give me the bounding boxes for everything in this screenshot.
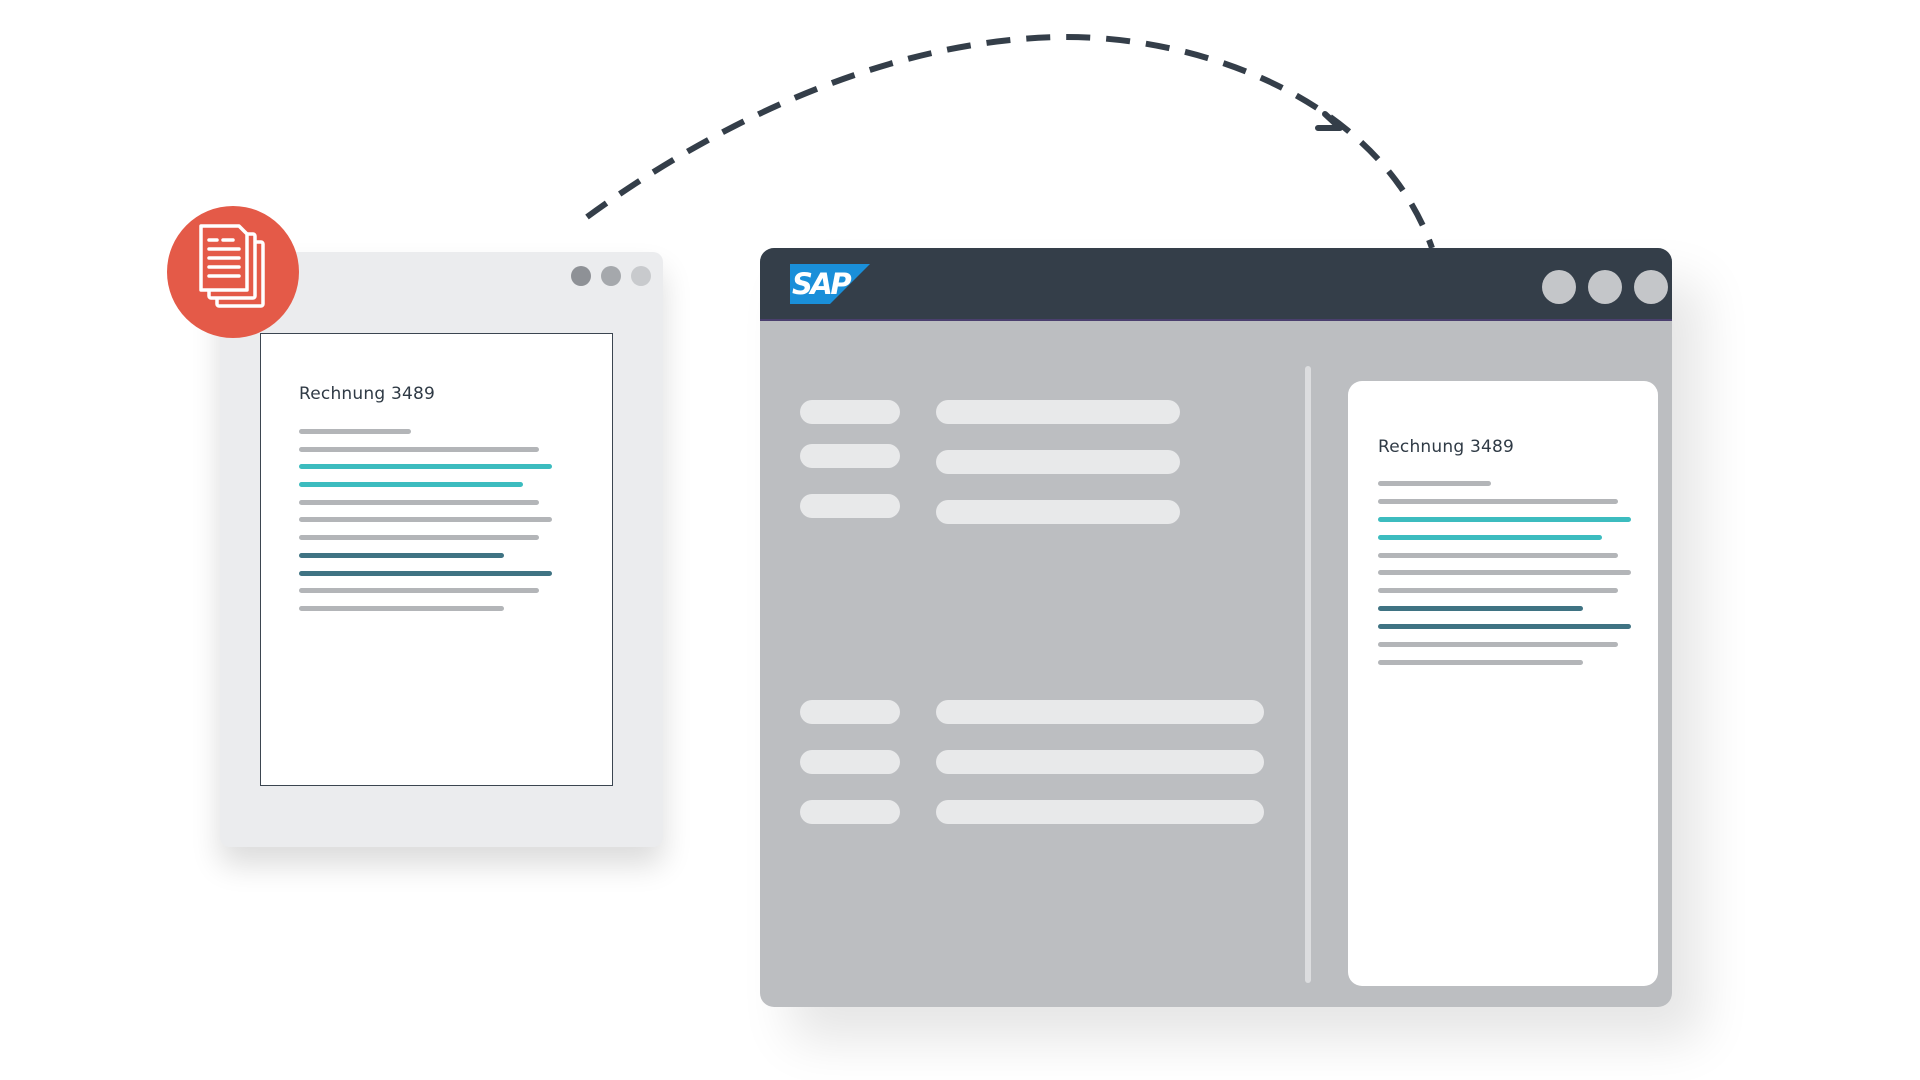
document-window: Rechnung 3489 — [220, 252, 663, 847]
text-line-placeholder — [299, 429, 411, 434]
text-line-placeholder — [299, 446, 539, 452]
invoice-preview-panel: Rechnung 3489 — [1348, 381, 1658, 986]
panel-divider[interactable] — [1305, 366, 1311, 983]
window-dot[interactable] — [631, 266, 651, 286]
document-stack-glyph — [199, 224, 265, 308]
field-input-placeholder[interactable] — [936, 800, 1264, 824]
document-stack-icon — [167, 206, 299, 338]
sap-logo-shape — [790, 264, 870, 304]
window-dot[interactable] — [601, 266, 621, 286]
field-label-placeholder — [800, 400, 900, 424]
field-label-placeholder — [800, 444, 900, 468]
flow-arrow-path — [585, 33, 1435, 249]
text-line-placeholder — [1378, 570, 1631, 576]
window-dot[interactable] — [1542, 270, 1576, 304]
text-line-placeholder — [1378, 534, 1602, 540]
text-line-placeholder — [1378, 624, 1631, 630]
text-line-placeholder — [299, 464, 552, 470]
invoice-title: Rechnung 3489 — [299, 384, 436, 404]
window-dot[interactable] — [1588, 270, 1622, 304]
text-line-placeholder — [299, 552, 504, 558]
invoice-page: Rechnung 3489 — [260, 333, 613, 786]
window-dot[interactable] — [571, 266, 591, 286]
flow-arrow-head — [1315, 111, 1343, 131]
field-label-placeholder — [800, 750, 900, 774]
text-line-placeholder — [1378, 659, 1583, 665]
field-input-placeholder[interactable] — [936, 500, 1180, 524]
text-line-placeholder — [1378, 642, 1618, 648]
text-line-placeholder — [299, 535, 539, 541]
text-line-placeholder — [1378, 481, 1491, 486]
text-line-placeholder — [299, 517, 552, 523]
sap-window: SAP Rechnung 3489 — [760, 248, 1672, 1007]
text-line-placeholder — [299, 588, 539, 594]
field-label-placeholder — [800, 494, 900, 518]
text-line-placeholder — [1378, 552, 1618, 558]
field-label-placeholder — [800, 800, 900, 824]
text-line-placeholder — [1378, 516, 1631, 522]
window-controls — [571, 266, 651, 286]
invoice-text-lines — [299, 429, 559, 624]
sap-logo[interactable]: SAP — [790, 264, 870, 304]
window-controls — [1542, 270, 1668, 304]
field-input-placeholder[interactable] — [936, 750, 1264, 774]
sap-titlebar: SAP — [760, 248, 1672, 321]
field-input-placeholder[interactable] — [936, 450, 1180, 474]
text-line-placeholder — [1378, 588, 1618, 594]
field-input-placeholder[interactable] — [936, 400, 1180, 424]
field-label-placeholder — [800, 700, 900, 724]
sap-logo-text: SAP — [792, 267, 852, 301]
text-line-placeholder — [1378, 498, 1618, 504]
text-line-placeholder — [299, 482, 523, 488]
window-dot[interactable] — [1634, 270, 1668, 304]
text-line-placeholder — [1378, 606, 1583, 612]
field-input-placeholder[interactable] — [936, 700, 1264, 724]
text-line-placeholder — [299, 570, 552, 576]
preview-invoice-title: Rechnung 3489 — [1378, 437, 1515, 457]
text-line-placeholder — [299, 605, 504, 611]
text-line-placeholder — [299, 499, 539, 505]
preview-text-lines — [1378, 481, 1633, 678]
